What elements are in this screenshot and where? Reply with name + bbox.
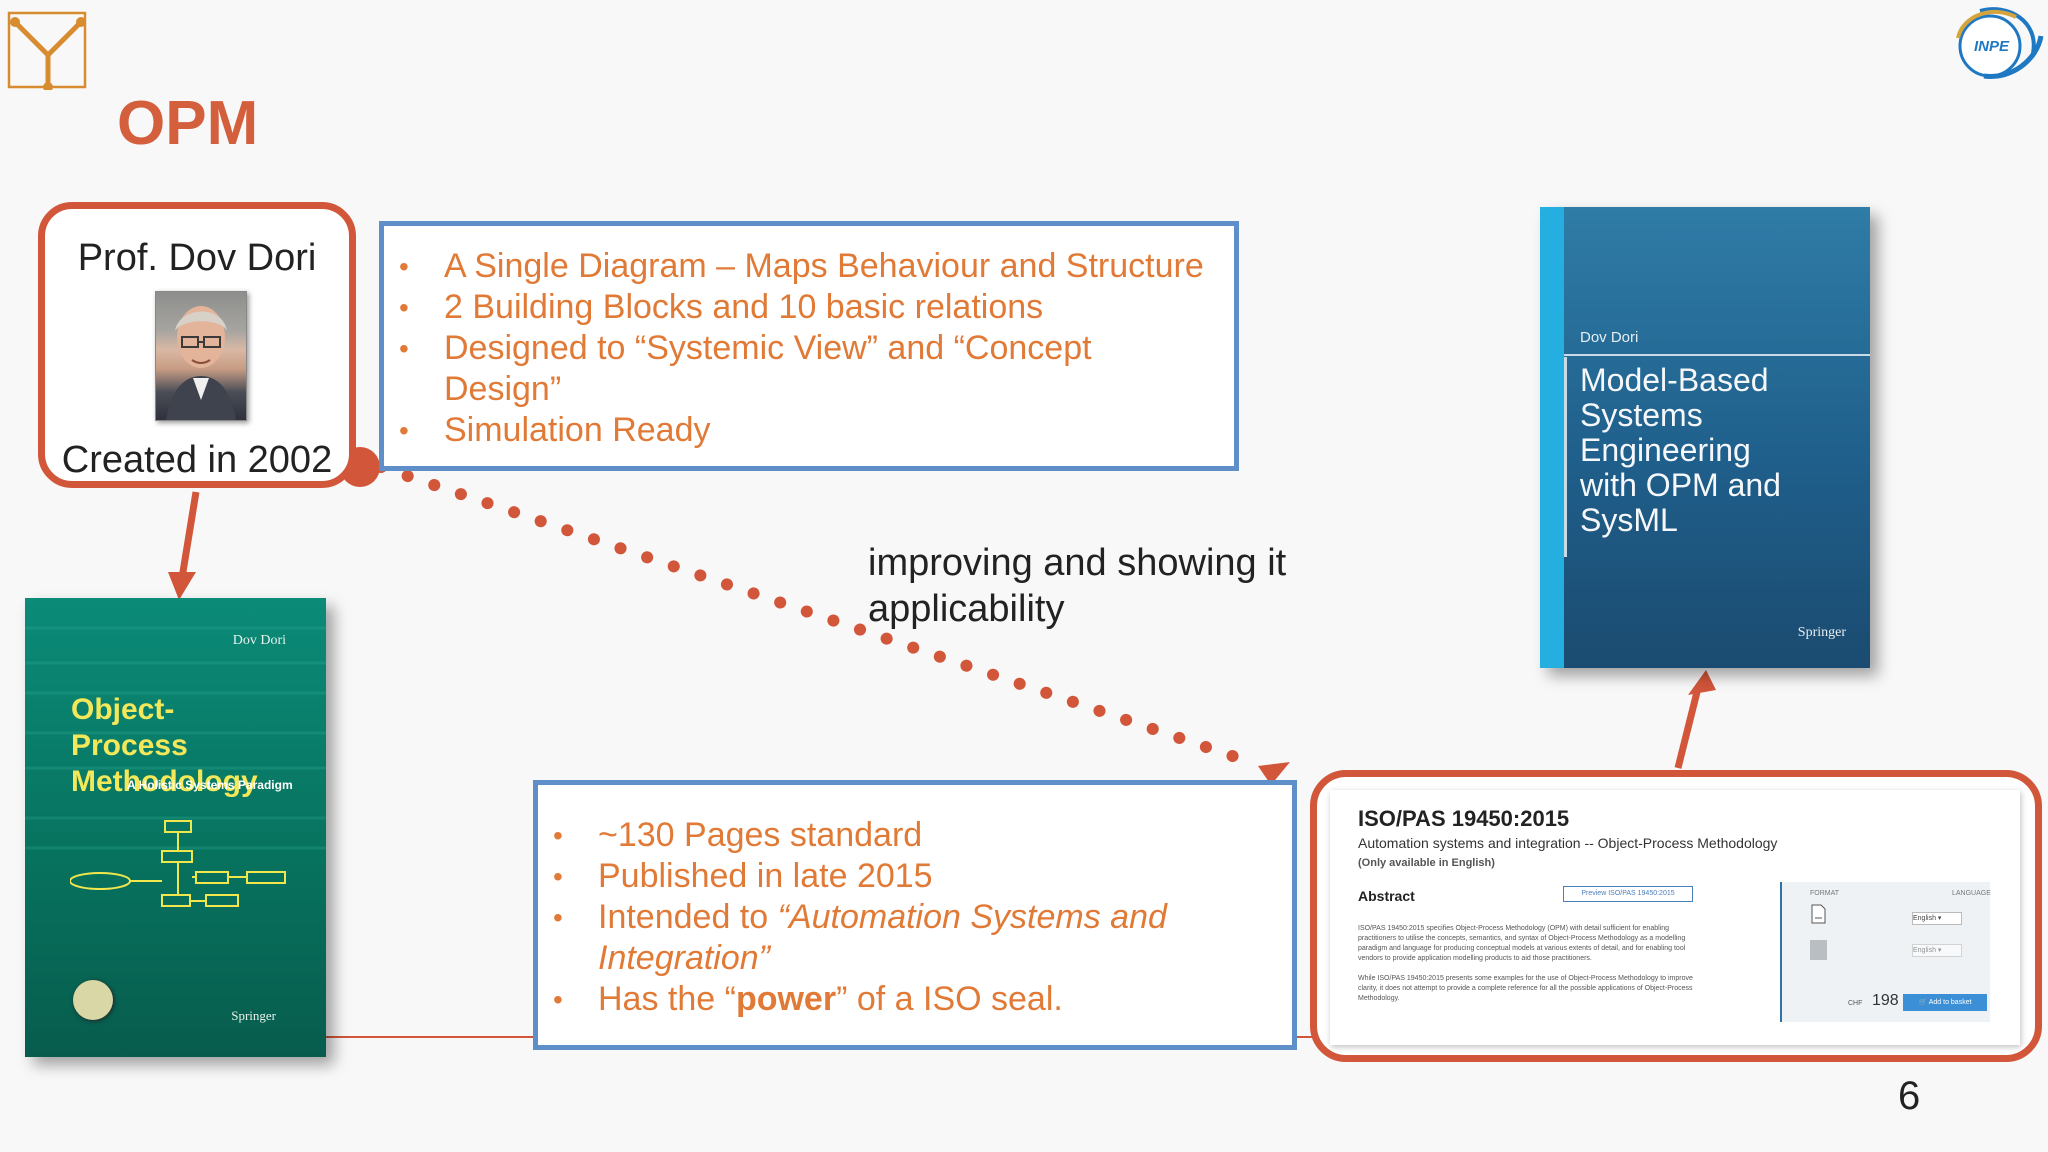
features-box: A Single Diagram – Maps Behaviour and St… xyxy=(379,221,1239,471)
iso-point-text: Has the “ xyxy=(598,980,736,1018)
iso-web-screenshot: ISO/PAS 19450:2015 Automation systems an… xyxy=(1330,790,2020,1045)
author-photo xyxy=(155,291,247,421)
iso-abstract-paragraph: While ISO/PAS 19450:2015 presents some e… xyxy=(1358,975,1693,1002)
language-option: English xyxy=(1913,915,1936,922)
iso-point-text: Intended to xyxy=(598,898,778,936)
price-value: 198 xyxy=(1872,992,1899,1009)
iso-point-text: Published in late 2015 xyxy=(598,857,933,895)
author-name: Prof. Dov Dori xyxy=(77,237,317,279)
arrowhead-iso-book xyxy=(1688,670,1716,695)
author-card: Prof. Dov Dori Created in 2002 xyxy=(38,202,356,488)
book-pattern-icon xyxy=(25,626,326,850)
feature-item: 2 Building Blocks and 10 basic relations xyxy=(384,287,1234,328)
language-option: English xyxy=(1913,947,1936,954)
book-subtitle: A Holistic Systems Paradigm xyxy=(127,778,293,792)
inpe-logo-text: INPE xyxy=(1974,38,2010,55)
author-created-year: Created in 2002 xyxy=(61,439,333,481)
feature-item: Designed to “Systemic View” and “Concept… xyxy=(384,328,1164,410)
iso-subtitle: Automation systems and integration -- Ob… xyxy=(1358,835,1778,851)
person-photo-icon xyxy=(166,306,236,420)
language-select-1[interactable]: English ▾ xyxy=(1912,912,1962,925)
iso-point-item: Has the “power” of a ISO seal. xyxy=(538,979,1292,1020)
iso-preview-link[interactable]: Preview ISO/PAS 19450:2015 xyxy=(1563,886,1693,902)
iso-abstract-text: ISO/PAS 19450:2015 specifies Object-Proc… xyxy=(1358,924,1698,1004)
arrow-author-to-book xyxy=(178,491,200,579)
feature-item: A Single Diagram – Maps Behaviour and St… xyxy=(384,246,1234,287)
currency-label: CHF xyxy=(1848,1000,1863,1007)
connector-caption: improving and showing it applicability xyxy=(868,542,1287,630)
iso-point-item: ~130 Pages standard xyxy=(538,815,1292,856)
feature-item: Simulation Ready xyxy=(384,410,1234,451)
features-list: A Single Diagram – Maps Behaviour and St… xyxy=(384,226,1234,451)
add-to-basket-label: Add to basket xyxy=(1928,999,1972,1006)
book-title-rule xyxy=(1564,354,1870,356)
iso-point-text: ~130 Pages standard xyxy=(598,816,923,854)
iso-note: (Only available in English) xyxy=(1358,857,1495,869)
pdf-icon xyxy=(1811,904,1826,924)
ufsc-logo-icon xyxy=(7,11,87,90)
book-cover-mbse: Dov Dori Model-Based Systems Engineering… xyxy=(1540,207,1870,668)
extra-materials-badge xyxy=(73,980,113,1020)
iso-points-box: ~130 Pages standard Published in late 20… xyxy=(533,780,1297,1050)
iso-point-item: Published in late 2015 xyxy=(538,856,1292,897)
cart-icon: 🛒 xyxy=(1918,999,1928,1006)
book-cover-opm: Dov Dori Object-Process Methodology A Ho… xyxy=(25,598,326,1057)
arrow-iso-to-book xyxy=(1674,687,1702,769)
language-label: LANGUAGE xyxy=(1952,890,1991,897)
iso-point-emphasis: “Automation Systems and Integration” xyxy=(598,898,1167,977)
arrowhead-author-book xyxy=(168,572,196,600)
book-author: Dov Dori xyxy=(1580,329,1639,346)
page-title: OPM xyxy=(117,89,259,158)
iso-point-bold: power xyxy=(735,980,837,1018)
opm-diagram-icon xyxy=(70,820,286,907)
inpe-logo-icon: INPE xyxy=(1956,7,2044,79)
iso-abstract-label: Abstract xyxy=(1358,888,1415,904)
page-number: 6 xyxy=(1898,1074,1921,1118)
format-label: FORMAT xyxy=(1810,890,1840,897)
iso-abstract-paragraph: ISO/PAS 19450:2015 specifies Object-Proc… xyxy=(1358,925,1686,962)
book-author: Dov Dori xyxy=(232,633,286,648)
add-to-basket-button[interactable]: 🛒 Add to basket xyxy=(1903,994,1987,1011)
language-select-2[interactable]: English ▾ xyxy=(1912,944,1962,957)
iso-point-item: Intended to “Automation Systems and Inte… xyxy=(538,897,1248,979)
book-publisher: Springer xyxy=(1797,625,1846,640)
book-publisher: Springer xyxy=(231,1008,276,1023)
iso-point-text: ” of a ISO seal. xyxy=(836,980,1063,1018)
book-title-side-rule xyxy=(1564,357,1567,557)
book-title: Object-Process Methodology xyxy=(71,693,258,798)
format-paper-icon[interactable] xyxy=(1810,940,1827,960)
book-title: Model-Based Systems Engineering with OPM… xyxy=(1580,362,1781,538)
format-pdf-icon[interactable] xyxy=(1810,904,1827,924)
iso-points-list: ~130 Pages standard Published in late 20… xyxy=(538,785,1292,1020)
iso-purchase-panel: FORMAT LANGUAGE English ▾ English ▾ CHF … xyxy=(1780,882,1991,1022)
iso-title: ISO/PAS 19450:2015 xyxy=(1358,806,1570,831)
